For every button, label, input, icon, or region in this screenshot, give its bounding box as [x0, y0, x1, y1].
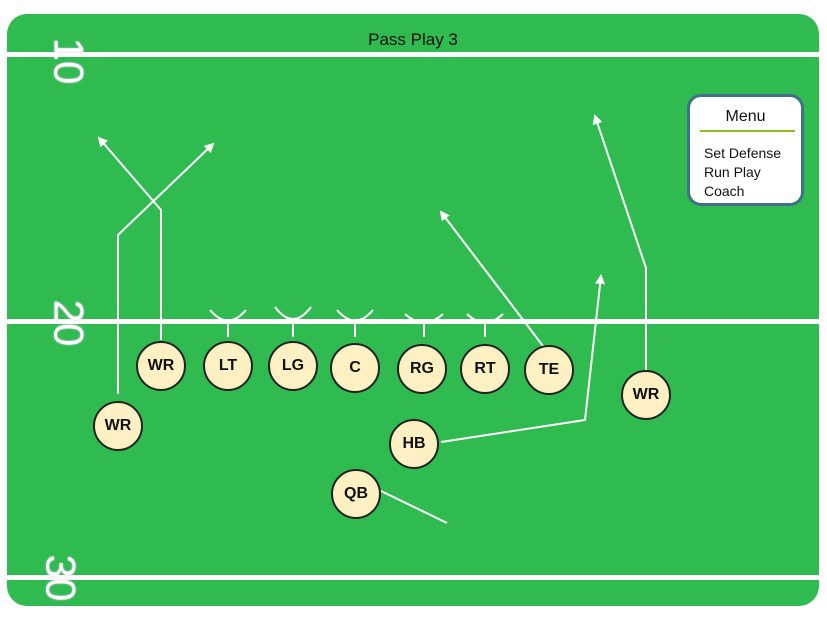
route-hb — [440, 274, 606, 443]
block-lt — [209, 309, 247, 337]
player-c[interactable]: C — [330, 343, 380, 393]
route-wr-slot — [97, 136, 162, 340]
player-wr-left[interactable]: WR — [93, 401, 143, 451]
menu-item-set-defense[interactable]: Set Defense — [704, 145, 782, 161]
menu-underline — [700, 130, 795, 132]
route-wr-right — [592, 114, 647, 371]
player-rg[interactable]: RG — [397, 344, 447, 394]
player-te[interactable]: TE — [524, 345, 574, 395]
player-lg[interactable]: LG — [268, 341, 318, 391]
player-lt[interactable]: LT — [203, 341, 253, 391]
route-qb — [380, 490, 448, 524]
menu-title: Menu — [725, 108, 766, 125]
play-title: Pass Play 3 — [368, 30, 458, 49]
block-rg — [404, 313, 444, 337]
block-rt — [466, 313, 504, 337]
menu-item-run-play[interactable]: Run Play — [704, 164, 761, 180]
route-te — [439, 210, 544, 347]
player-hb[interactable]: HB — [389, 419, 439, 469]
player-wr-right[interactable]: WR — [621, 370, 671, 420]
player-rt[interactable]: RT — [460, 344, 510, 394]
route-wr-left — [117, 142, 215, 394]
yard-line-20 — [7, 319, 819, 324]
menu-item-coach[interactable]: Coach — [704, 183, 745, 199]
player-wr-slot[interactable]: WR — [136, 341, 186, 391]
menu-panel: Menu Set Defense Run Play Coach — [687, 94, 804, 206]
yard-line-10 — [7, 52, 819, 57]
player-qb[interactable]: QB — [331, 469, 381, 519]
block-lg — [274, 306, 312, 337]
block-c — [336, 309, 374, 337]
play-diagram — [97, 114, 647, 524]
yard-line-30 — [7, 575, 819, 580]
football-field: 10 20 30 Pass Play 3 — [7, 14, 819, 606]
